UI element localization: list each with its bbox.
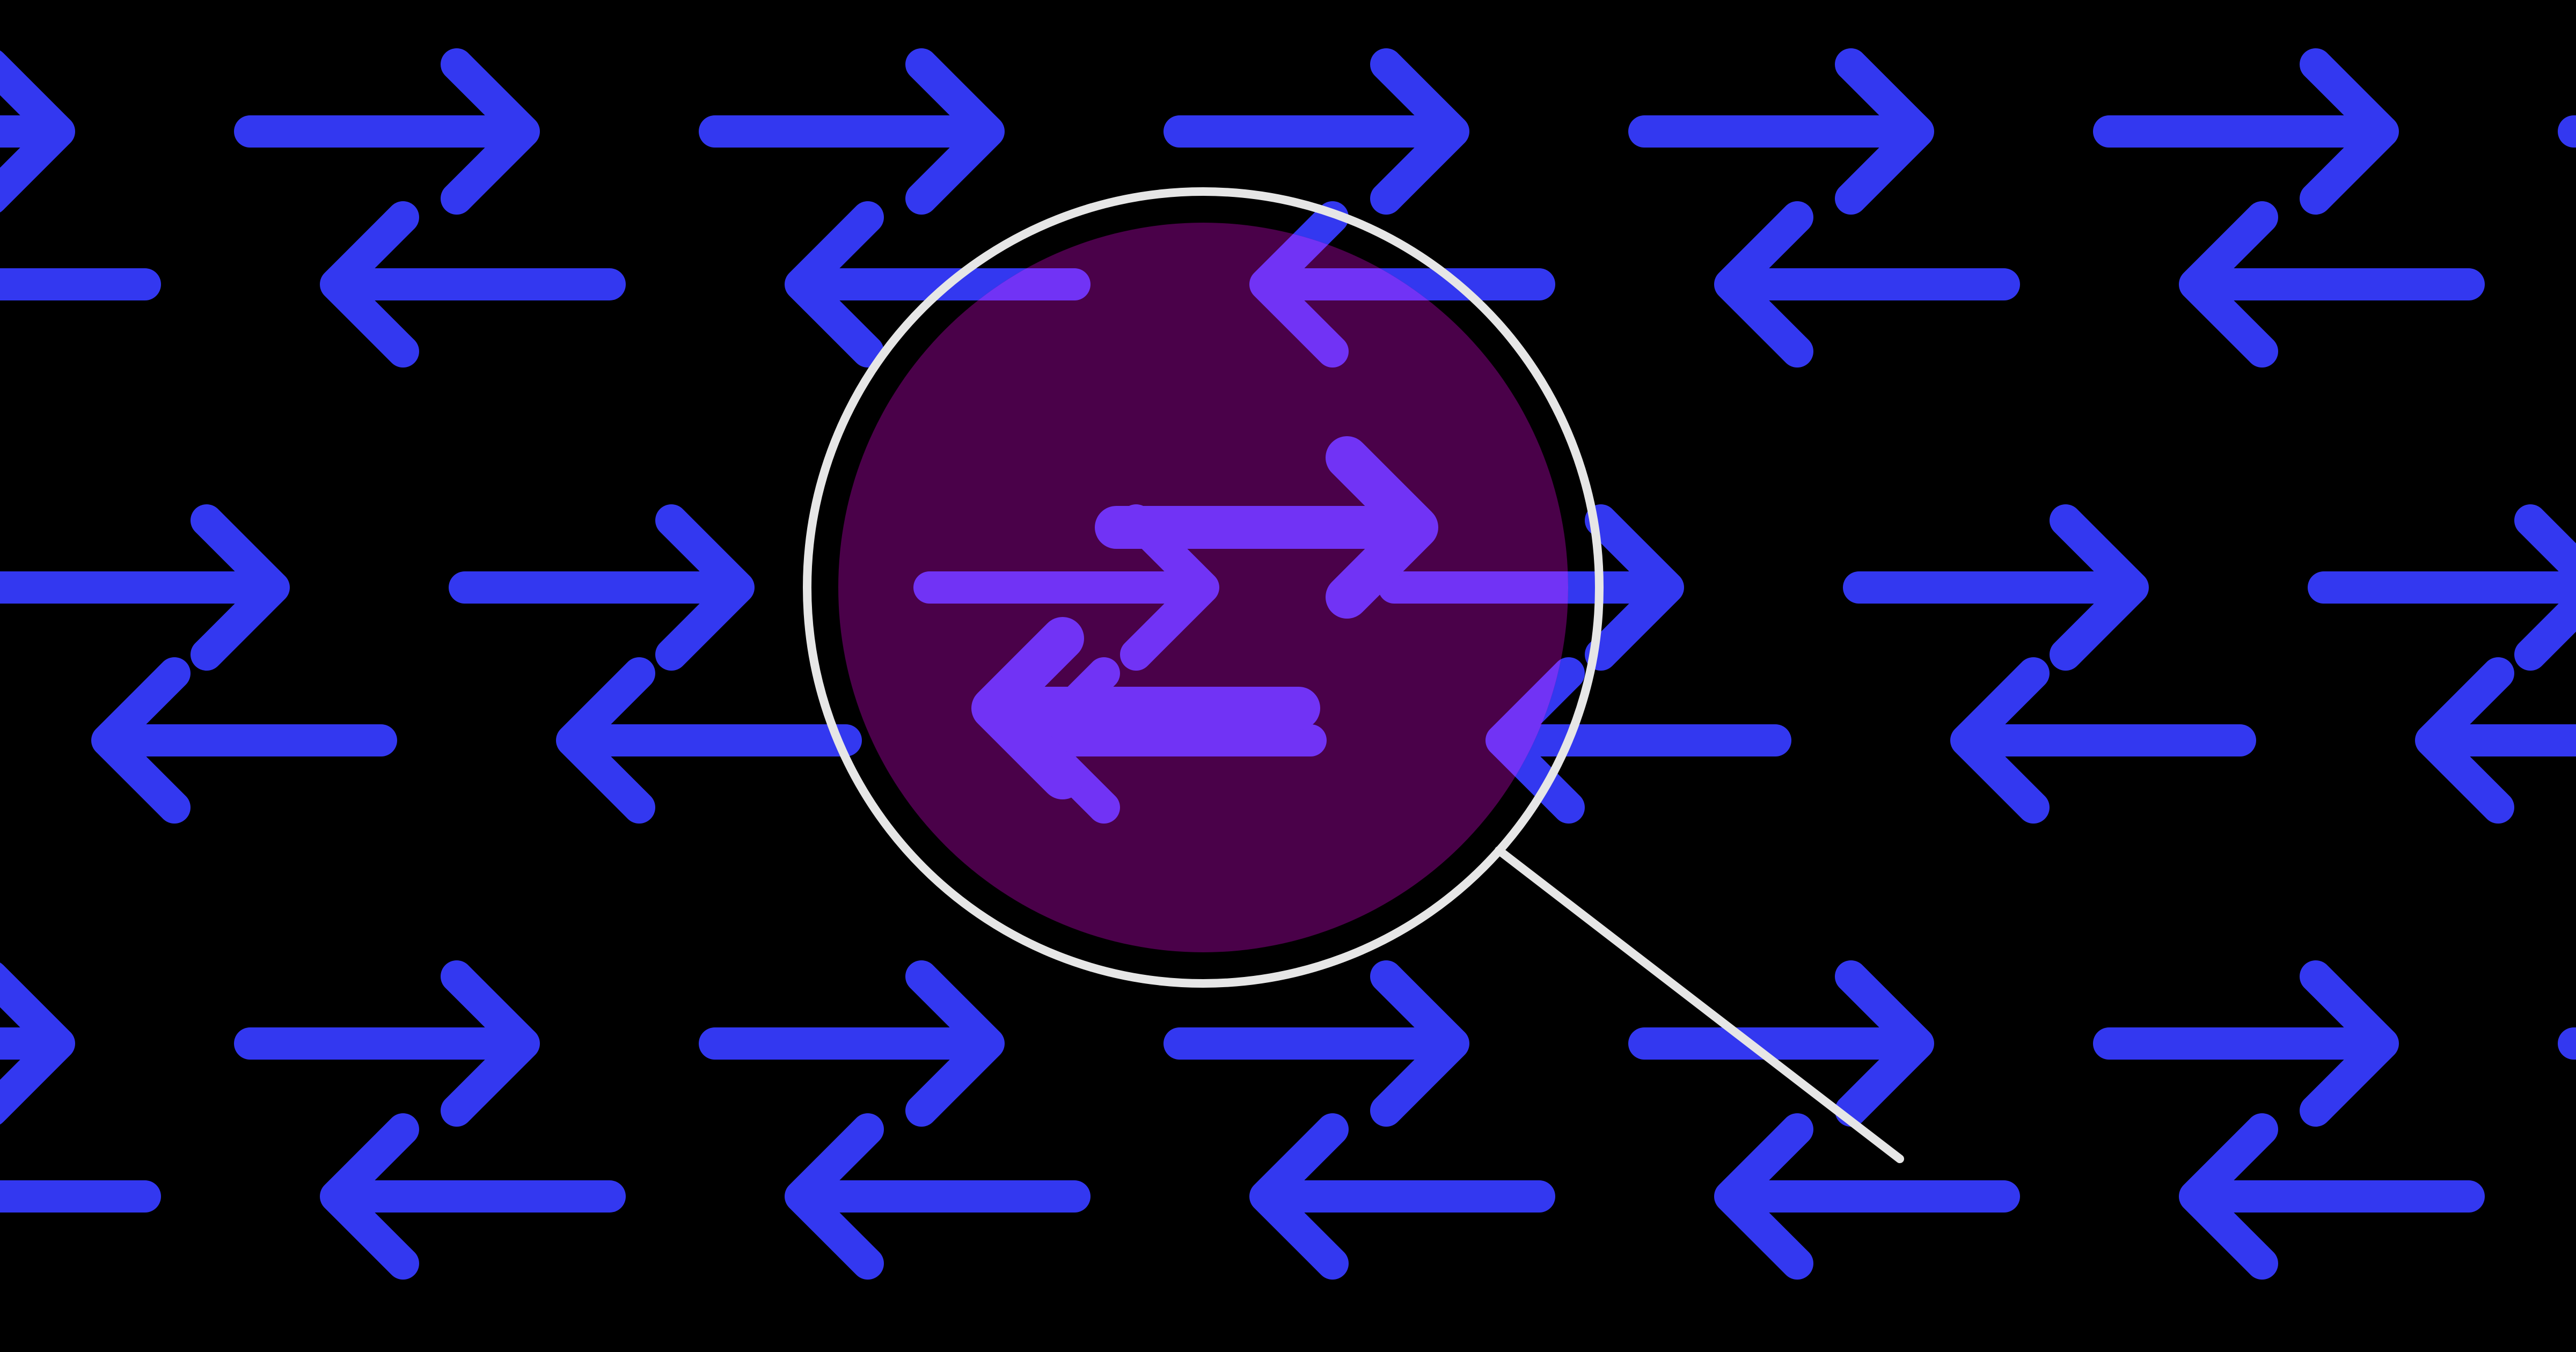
arrow-left-icon xyxy=(1714,201,2020,368)
arrow-left-icon xyxy=(1950,657,2256,824)
arrow-right-icon xyxy=(0,504,290,671)
arrow-right-icon xyxy=(699,960,1005,1127)
arrow-left-icon xyxy=(2179,201,2485,368)
arrow-right-icon xyxy=(1628,960,1934,1127)
arrow-right-icon xyxy=(1163,960,1469,1127)
arrow-left-icon xyxy=(2415,657,2576,824)
swap-right-arrow-icon xyxy=(1095,436,1438,619)
swap-left-arrow-icon xyxy=(971,617,1320,799)
arrow-left-icon xyxy=(0,1180,161,1213)
arrow-right-icon xyxy=(449,504,755,671)
arrow-right-icon xyxy=(0,50,75,212)
arrow-left-icon xyxy=(1714,1113,2020,1280)
magnifier-handle xyxy=(1495,846,1904,1163)
arrow-left-icon xyxy=(0,268,161,300)
arrow-left-icon xyxy=(320,201,626,368)
arrow-right-icon xyxy=(699,48,1005,215)
arrow-left-icon xyxy=(1249,1113,1555,1280)
magnifier xyxy=(803,187,1904,1163)
arrow-left-icon xyxy=(556,657,862,824)
swap-horizontal-arrows-icon xyxy=(971,436,1438,799)
arrow-right-icon xyxy=(2308,504,2576,671)
arrow-right-icon xyxy=(234,48,540,215)
arrow-right-icon xyxy=(234,960,540,1127)
arrow-left-icon xyxy=(785,1113,1091,1280)
arrow-left-icon xyxy=(2179,1113,2485,1280)
arrow-left-icon xyxy=(91,657,397,824)
lens-ring xyxy=(803,187,1604,988)
magnified-arrow-right-icon xyxy=(1378,504,1568,671)
arrow-pattern xyxy=(0,48,2576,1280)
arrow-right-icon xyxy=(1628,48,1934,215)
arrow-left-icon xyxy=(320,1113,626,1280)
arrow-right-icon xyxy=(1843,504,2149,671)
arrow-right-icon xyxy=(2093,960,2399,1127)
arrow-right-icon xyxy=(2093,48,2399,215)
arrow-right-icon xyxy=(1163,48,1469,215)
arrow-right-icon xyxy=(0,962,75,1125)
